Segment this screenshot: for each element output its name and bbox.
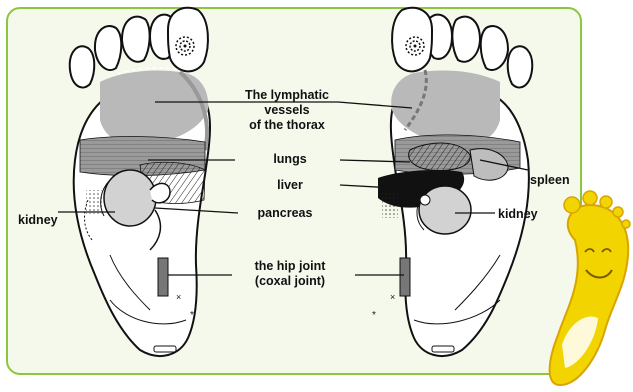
right-toe-5: [508, 46, 533, 87]
svg-text:×: ×: [390, 292, 395, 302]
label-lymphatic-line-1: The lymphatic: [218, 88, 356, 103]
left-toe-big: [168, 8, 208, 72]
label-hip-joint: the hip joint (coxal joint): [225, 259, 355, 289]
left-toe-4: [95, 26, 121, 70]
left-foot: × *: [70, 8, 210, 356]
right-toe-big: [392, 8, 432, 72]
svg-text:*: *: [190, 310, 194, 321]
foot-mascot-icon: [550, 191, 630, 385]
left-hip-joint: [158, 258, 168, 296]
right-kidney: [419, 186, 471, 234]
label-kidney-right: kidney: [498, 207, 538, 222]
right-toe-4: [481, 26, 508, 70]
label-liver: liver: [250, 178, 330, 193]
left-kidney: [104, 170, 156, 226]
right-hip-joint: [400, 258, 410, 296]
svg-text:*: *: [372, 310, 376, 321]
label-lymphatic-line-3: of the thorax: [218, 118, 356, 133]
right-toe-3: [452, 17, 480, 62]
svg-text:×: ×: [176, 292, 181, 302]
label-pancreas: pancreas: [245, 206, 325, 221]
label-lymphatic-vessels: The lymphatic vessels of the thorax: [218, 88, 356, 133]
label-lymphatic-line-2: vessels: [218, 103, 356, 118]
left-toe-3: [122, 17, 150, 62]
label-hip-line-1: the hip joint: [225, 259, 355, 274]
left-pancreas: [150, 183, 170, 202]
left-toe-5: [70, 46, 95, 87]
right-foot: × *: [372, 8, 532, 356]
label-hip-line-2: (coxal joint): [225, 274, 355, 289]
label-lungs: lungs: [250, 152, 330, 167]
label-spleen: spleen: [530, 173, 570, 188]
label-kidney-left: kidney: [18, 213, 58, 228]
